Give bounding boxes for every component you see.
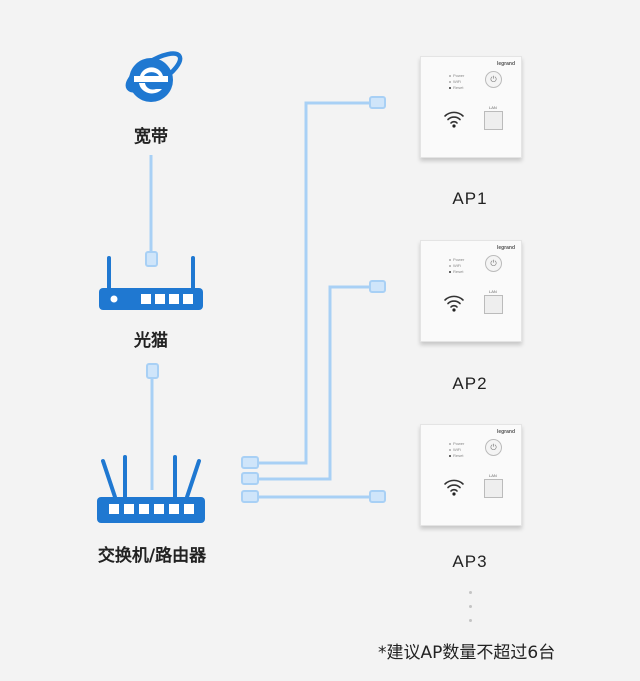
indicator-wifi: WiFi: [449, 447, 461, 452]
indicator-reset: Reset: [449, 85, 463, 90]
router-icon: [97, 455, 205, 523]
wifi-icon: [444, 295, 464, 312]
router-node: [95, 455, 207, 527]
rj45-plug-ap1: [369, 96, 386, 109]
footnote: *建议AP数量不超过6台: [378, 643, 556, 663]
power-icon: ⏻: [485, 439, 502, 456]
ap1-label: AP1: [452, 189, 488, 208]
rj45-plug-router-2: [241, 472, 259, 485]
brand-logo: legrand: [496, 429, 515, 435]
brand-logo: legrand: [496, 245, 515, 251]
internet-explorer-icon: [125, 51, 183, 102]
broadband-node: [118, 42, 186, 112]
modem-icon: [99, 256, 203, 310]
wifi-icon: [444, 479, 464, 496]
rj45-plug-router-3: [241, 490, 259, 503]
modem-label: 光猫: [134, 331, 168, 351]
ap-panel-1: legrand Power WiFi Reset ⏻ LAN: [420, 56, 522, 158]
indicator-power: Power: [449, 257, 464, 262]
lan-port: [484, 479, 503, 498]
lan-label: LAN: [489, 473, 497, 478]
power-icon: ⏻: [485, 255, 502, 272]
power-icon: ⏻: [485, 71, 502, 88]
broadband-label: 宽带: [134, 127, 168, 147]
rj45-plug-ap3: [369, 490, 386, 503]
indicator-power: Power: [449, 73, 464, 78]
indicator-power: Power: [449, 441, 464, 446]
rj45-plug-router-1: [241, 456, 259, 469]
modem-node: [97, 252, 205, 312]
ap3-label: AP3: [452, 552, 488, 571]
wifi-icon: [444, 111, 464, 128]
more-indicator-dot: [469, 619, 472, 622]
indicator-reset: Reset: [449, 453, 463, 458]
lan-label: LAN: [489, 105, 497, 110]
lan-port: [484, 295, 503, 314]
indicator-reset: Reset: [449, 269, 463, 274]
lan-label: LAN: [489, 289, 497, 294]
rj45-plug-modem-bottom: [146, 363, 159, 379]
more-indicator-dot: [469, 591, 472, 594]
rj45-plug-modem-top: [145, 251, 158, 267]
rj45-plug-ap2: [369, 280, 386, 293]
brand-logo: legrand: [496, 61, 515, 67]
lan-port: [484, 111, 503, 130]
indicator-wifi: WiFi: [449, 263, 461, 268]
more-indicator-dot: [469, 605, 472, 608]
cable-router-ap2: [258, 285, 372, 481]
cable-router-ap1: [258, 101, 372, 465]
router-label: 交换机/路由器: [97, 546, 207, 566]
ap-panel-2: legrand Power WiFi Reset ⏻ LAN: [420, 240, 522, 342]
indicator-wifi: WiFi: [449, 79, 461, 84]
ap-panel-3: legrand Power WiFi Reset ⏻ LAN: [420, 424, 522, 526]
ap2-label: AP2: [452, 374, 488, 393]
